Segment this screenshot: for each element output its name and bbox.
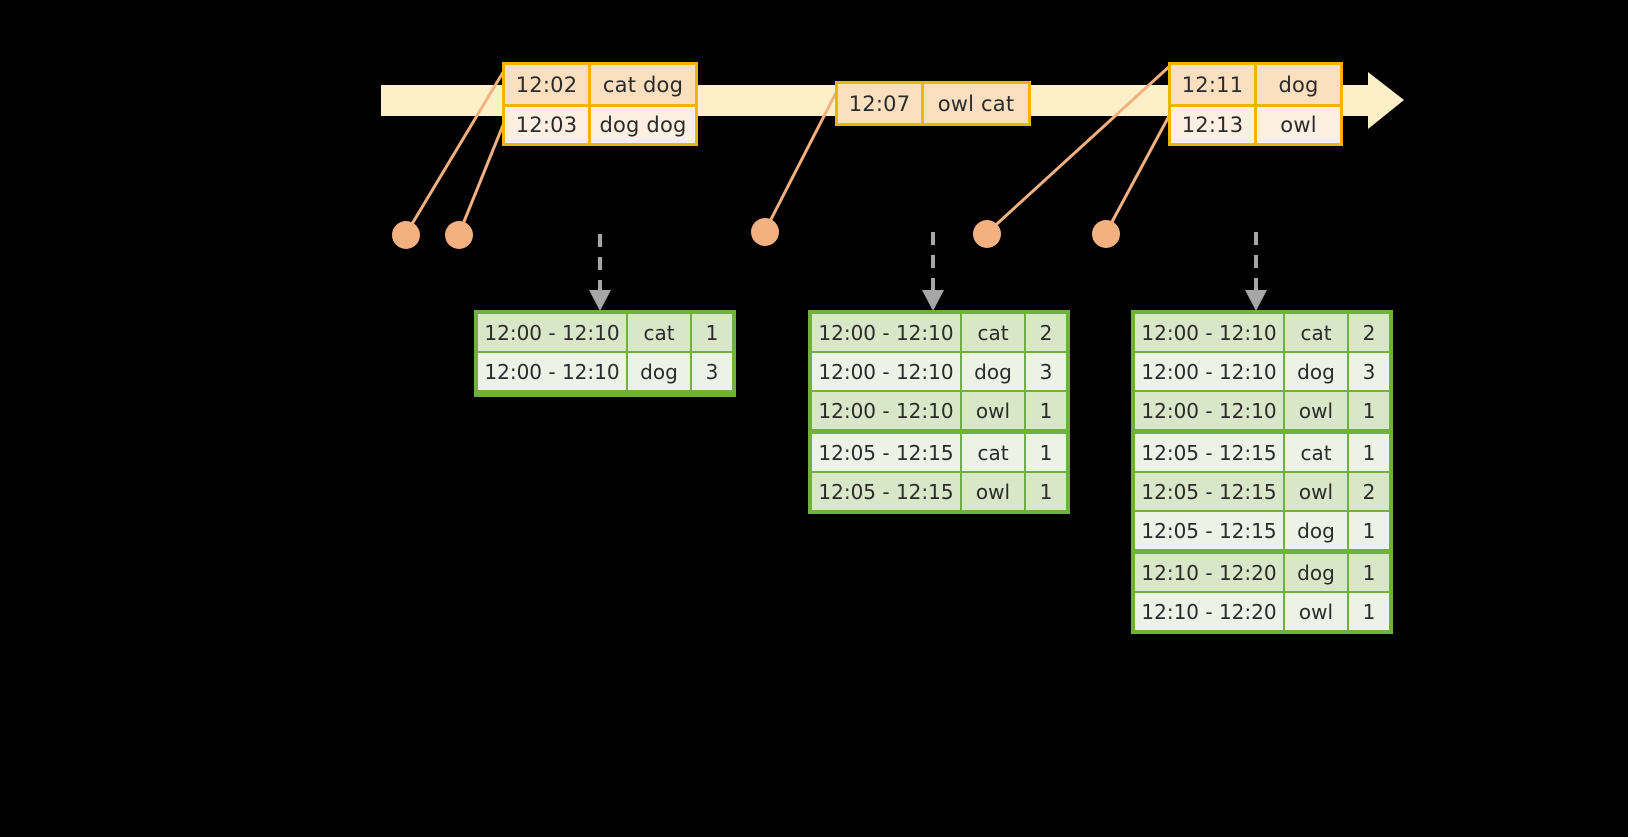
window-cell: 12:00 - 12:10 (812, 392, 960, 429)
table-row[interactable]: 12:10 - 12:20 dog 1 (1135, 554, 1389, 591)
event-time: 12:11 (1171, 65, 1254, 104)
connector-dot-2 (445, 221, 473, 249)
connector-dot-4 (973, 220, 1001, 248)
count-cell: 1 (1349, 434, 1389, 471)
event-group-3[interactable]: 12:11 dog 12:13 owl (1168, 62, 1343, 146)
dashed-arrow-1 (589, 234, 611, 311)
table-row[interactable]: 12:10 - 12:20 owl 1 (1135, 593, 1389, 630)
result-table-1[interactable]: 12:00 - 12:10 cat 1 12:00 - 12:10 dog 3 (474, 310, 736, 397)
result-table-2[interactable]: 12:00 - 12:10 cat 2 12:00 - 12:10 dog 3 … (808, 310, 1070, 514)
result-table-3[interactable]: 12:00 - 12:10 cat 2 12:00 - 12:10 dog 3 … (1131, 310, 1393, 634)
dashed-arrow-2 (922, 232, 944, 311)
word-cell: owl (1285, 473, 1347, 510)
event-words: dog dog (588, 107, 695, 143)
word-cell: owl (962, 473, 1024, 510)
connector-dot-1 (392, 221, 420, 249)
word-cell: owl (1285, 392, 1347, 429)
count-cell: 1 (1026, 434, 1066, 471)
table-row[interactable]: 12:05 - 12:15 dog 1 (1135, 512, 1389, 549)
window-cell: 12:10 - 12:20 (1135, 554, 1283, 591)
count-cell: 2 (1349, 473, 1389, 510)
window-cell: 12:05 - 12:15 (812, 473, 960, 510)
table-row[interactable]: 12:00 - 12:10 cat 2 (812, 314, 1066, 351)
event-words: dog (1254, 65, 1340, 104)
count-cell: 3 (1349, 353, 1389, 390)
event-time: 12:13 (1171, 107, 1254, 143)
word-cell: cat (962, 434, 1024, 471)
table-row[interactable]: 12:00 - 12:10 cat 2 (1135, 314, 1389, 351)
event-words: owl cat (921, 84, 1028, 123)
table-row[interactable]: 12:05 - 12:15 cat 1 (1135, 434, 1389, 471)
window-cell: 12:05 - 12:15 (812, 434, 960, 471)
window-cell: 12:00 - 12:10 (1135, 392, 1283, 429)
table-row[interactable]: 12:00 - 12:10 dog 3 (478, 353, 732, 390)
count-cell: 1 (1349, 392, 1389, 429)
count-cell: 1 (1349, 512, 1389, 549)
event-time: 12:03 (505, 107, 588, 143)
event-time: 12:02 (505, 65, 588, 104)
word-cell: cat (962, 314, 1024, 351)
window-cell: 12:00 - 12:10 (478, 353, 626, 390)
table-row[interactable]: 12:00 - 12:10 cat 1 (478, 314, 732, 351)
table-row[interactable]: 12:00 - 12:10 owl 1 (812, 392, 1066, 429)
event-row[interactable]: 12:03 dog dog (505, 104, 695, 143)
event-group-2[interactable]: 12:07 owl cat (835, 81, 1031, 126)
word-cell: owl (1285, 593, 1347, 630)
window-cell: 12:10 - 12:20 (1135, 593, 1283, 630)
word-cell: owl (962, 392, 1024, 429)
event-time: 12:07 (838, 84, 921, 123)
table-row[interactable]: 12:05 - 12:15 owl 1 (812, 473, 1066, 510)
connector-dot-3 (751, 218, 779, 246)
count-cell: 1 (692, 314, 732, 351)
word-cell: cat (1285, 314, 1347, 351)
connector-line-1 (404, 63, 510, 235)
window-cell: 12:05 - 12:15 (1135, 512, 1283, 549)
connector-line-3 (763, 82, 843, 232)
window-cell: 12:00 - 12:10 (1135, 353, 1283, 390)
word-cell: dog (628, 353, 690, 390)
dashed-arrow-3 (1245, 232, 1267, 311)
window-cell: 12:05 - 12:15 (1135, 473, 1283, 510)
word-cell: cat (1285, 434, 1347, 471)
count-cell: 1 (1349, 554, 1389, 591)
word-cell: dog (962, 353, 1024, 390)
table-row[interactable]: 12:05 - 12:15 cat 1 (812, 434, 1066, 471)
connector-line-5 (1104, 102, 1178, 234)
event-row[interactable]: 12:13 owl (1171, 104, 1340, 143)
window-cell: 12:00 - 12:10 (812, 353, 960, 390)
window-cell: 12:00 - 12:10 (1135, 314, 1283, 351)
count-cell: 1 (1026, 473, 1066, 510)
count-cell: 1 (1349, 593, 1389, 630)
event-row[interactable]: 12:11 dog (1171, 65, 1340, 104)
count-cell: 2 (1026, 314, 1066, 351)
table-row[interactable]: 12:00 - 12:10 dog 3 (812, 353, 1066, 390)
table-row[interactable]: 12:05 - 12:15 owl 2 (1135, 473, 1389, 510)
event-row[interactable]: 12:07 owl cat (838, 84, 1028, 123)
word-cell: dog (1285, 554, 1347, 591)
window-cell: 12:00 - 12:10 (478, 314, 626, 351)
count-cell: 1 (1026, 392, 1066, 429)
event-words: owl (1254, 107, 1340, 143)
table-row[interactable]: 12:00 - 12:10 dog 3 (1135, 353, 1389, 390)
window-cell: 12:00 - 12:10 (812, 314, 960, 351)
count-cell: 3 (692, 353, 732, 390)
word-cell: dog (1285, 512, 1347, 549)
count-cell: 2 (1349, 314, 1389, 351)
count-cell: 3 (1026, 353, 1066, 390)
connector-dot-5 (1092, 220, 1120, 248)
table-row[interactable]: 12:00 - 12:10 owl 1 (1135, 392, 1389, 429)
window-cell: 12:05 - 12:15 (1135, 434, 1283, 471)
event-row[interactable]: 12:02 cat dog (505, 65, 695, 104)
word-cell: cat (628, 314, 690, 351)
timeline-arrowhead (1368, 72, 1404, 129)
word-cell: dog (1285, 353, 1347, 390)
event-group-1[interactable]: 12:02 cat dog 12:03 dog dog (502, 62, 698, 146)
event-words: cat dog (588, 65, 695, 104)
